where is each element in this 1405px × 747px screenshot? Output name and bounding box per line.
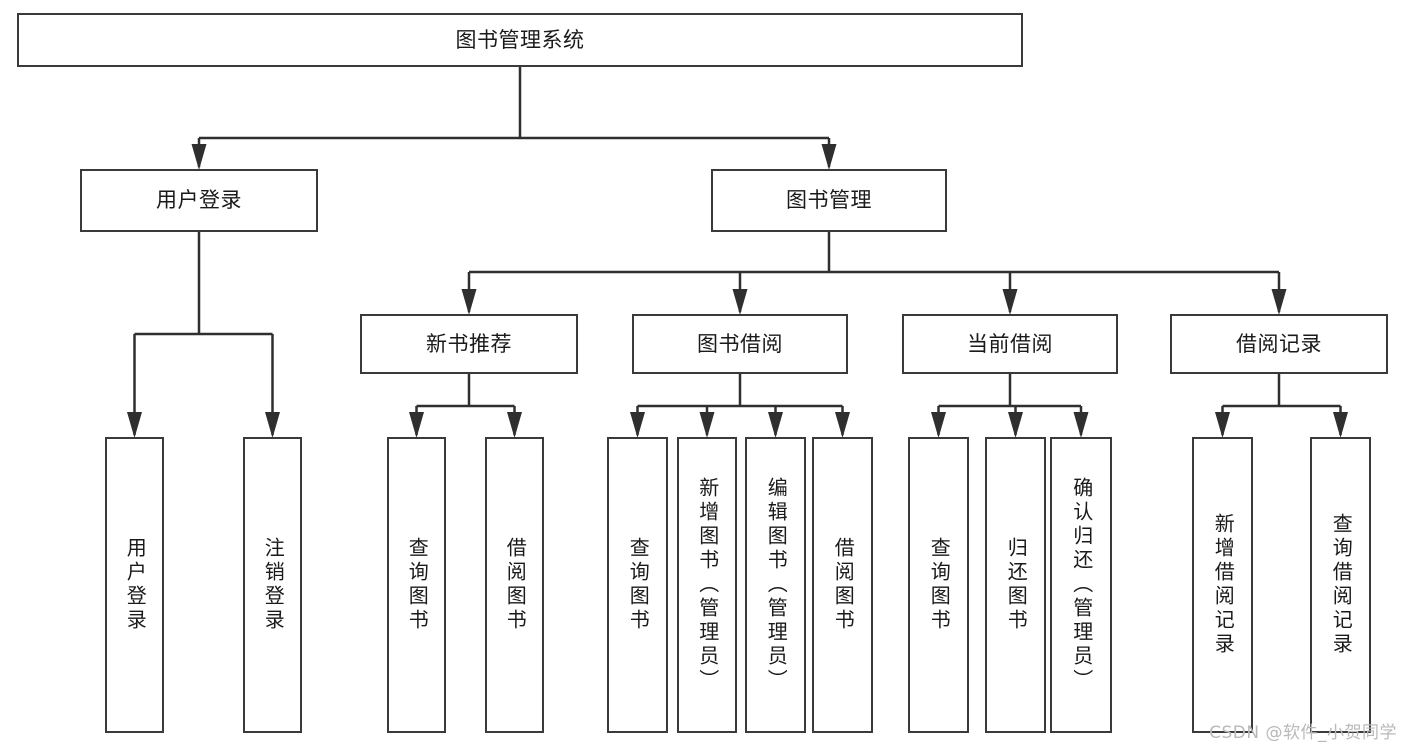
node-leaf-confirm-return[interactable]: 确认归还（管理员） xyxy=(1050,437,1112,733)
arrowhead-book-manage xyxy=(821,144,837,170)
node-book-borrow[interactable]: 图书借阅 xyxy=(632,314,848,374)
node-label-leaf-query-book-3: 查询图书 xyxy=(927,537,952,633)
node-label-leaf-borrow-book-2: 借阅图书 xyxy=(831,537,856,633)
arrowhead-borrow-record xyxy=(1271,289,1287,315)
node-label-leaf-query-record: 查询借阅记录 xyxy=(1329,513,1354,657)
arrowhead-leaf-query-record xyxy=(1333,412,1348,438)
node-leaf-borrow-book-2[interactable]: 借阅图书 xyxy=(812,437,873,733)
node-leaf-query-book-3[interactable]: 查询图书 xyxy=(908,437,969,733)
arrowhead-leaf-borrow-book-1 xyxy=(507,412,522,438)
arrowhead-user-login xyxy=(191,144,207,170)
node-leaf-user-logout[interactable]: 注销登录 xyxy=(243,437,302,733)
arrowhead-leaf-query-book-2 xyxy=(630,412,645,438)
node-user-login[interactable]: 用户登录 xyxy=(80,169,318,232)
node-leaf-query-book-2[interactable]: 查询图书 xyxy=(607,437,668,733)
node-root[interactable]: 图书管理系统 xyxy=(17,13,1023,67)
node-label-leaf-user-logout: 注销登录 xyxy=(261,537,286,633)
node-label-leaf-add-book: 新增图书（管理员） xyxy=(695,477,720,693)
node-label-leaf-confirm-return: 确认归还（管理员） xyxy=(1069,477,1094,693)
node-label-leaf-return-book: 归还图书 xyxy=(1004,537,1029,633)
node-leaf-user-login[interactable]: 用户登录 xyxy=(105,437,164,733)
node-label-book-borrow: 图书借阅 xyxy=(697,331,783,356)
node-label-current-borrow: 当前借阅 xyxy=(967,331,1053,356)
arrowhead-leaf-query-book-3 xyxy=(931,412,946,438)
node-label-leaf-edit-book: 编辑图书（管理员） xyxy=(764,477,789,693)
arrowhead-leaf-add-record xyxy=(1215,412,1230,438)
node-label-leaf-query-book-1: 查询图书 xyxy=(405,537,430,633)
arrowhead-leaf-query-book-1 xyxy=(409,412,424,438)
node-label-leaf-borrow-book-1: 借阅图书 xyxy=(503,537,528,633)
arrowhead-book-borrow xyxy=(732,289,748,315)
node-new-book-rec[interactable]: 新书推荐 xyxy=(360,314,578,374)
node-leaf-add-record[interactable]: 新增借阅记录 xyxy=(1192,437,1253,733)
node-label-leaf-add-record: 新增借阅记录 xyxy=(1211,513,1236,657)
arrowhead-leaf-return-book xyxy=(1008,412,1023,438)
node-leaf-return-book[interactable]: 归还图书 xyxy=(985,437,1046,733)
arrowhead-leaf-borrow-book-2 xyxy=(835,412,850,438)
node-label-borrow-record: 借阅记录 xyxy=(1236,331,1322,356)
node-label-new-book-rec: 新书推荐 xyxy=(426,331,512,356)
node-current-borrow[interactable]: 当前借阅 xyxy=(902,314,1118,374)
arrowhead-new-book-rec xyxy=(461,289,477,315)
arrowhead-leaf-user-login xyxy=(127,412,142,438)
node-label-user-login: 用户登录 xyxy=(156,188,242,213)
node-leaf-add-book[interactable]: 新增图书（管理员） xyxy=(677,437,737,733)
node-book-manage[interactable]: 图书管理 xyxy=(711,169,947,232)
node-leaf-borrow-book-1[interactable]: 借阅图书 xyxy=(485,437,544,733)
arrowhead-leaf-add-book xyxy=(699,412,715,438)
node-leaf-query-record[interactable]: 查询借阅记录 xyxy=(1310,437,1371,733)
node-label-root: 图书管理系统 xyxy=(455,27,585,52)
node-borrow-record[interactable]: 借阅记录 xyxy=(1170,314,1388,374)
node-leaf-edit-book[interactable]: 编辑图书（管理员） xyxy=(745,437,806,733)
node-label-leaf-user-login: 用户登录 xyxy=(123,537,148,633)
arrowhead-leaf-edit-book xyxy=(768,412,783,438)
node-label-leaf-query-book-2: 查询图书 xyxy=(626,537,651,633)
node-label-book-manage: 图书管理 xyxy=(786,188,872,213)
arrowhead-leaf-user-logout xyxy=(265,412,280,438)
arrowhead-current-borrow xyxy=(1002,289,1018,315)
arrowhead-leaf-confirm-return xyxy=(1073,412,1089,438)
node-leaf-query-book-1[interactable]: 查询图书 xyxy=(387,437,446,733)
